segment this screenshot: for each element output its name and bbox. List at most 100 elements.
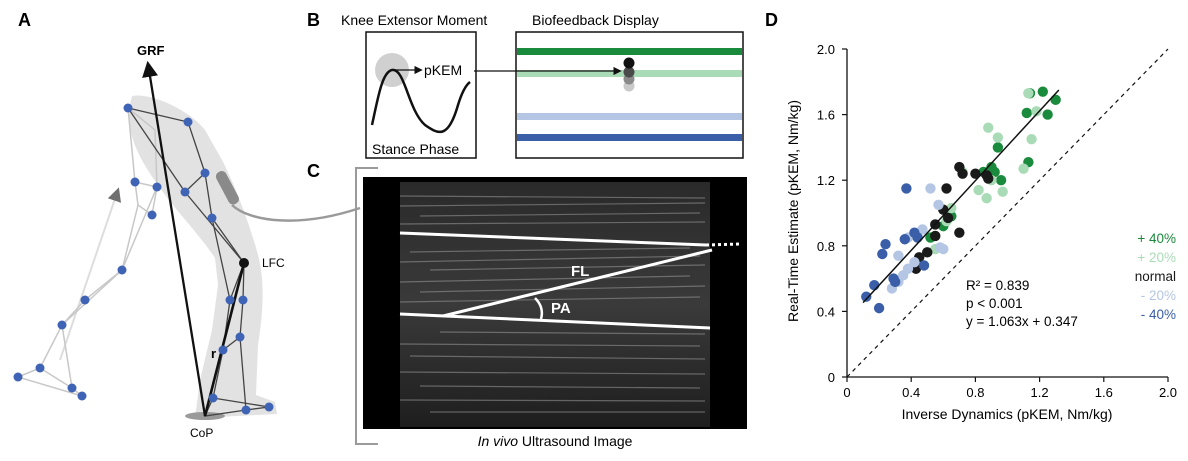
y-tick-label: 0.4 — [817, 304, 835, 319]
x-tick-label: 0.8 — [966, 385, 984, 400]
regression-line — [862, 89, 1060, 304]
x-axis-label: Inverse Dynamics (pKEM, Nm/kg) — [902, 406, 1113, 422]
data-point — [869, 279, 880, 291]
panel-c: C FL PA In vivo Ultrasound Image — [307, 161, 747, 449]
data-point — [981, 193, 992, 204]
data-point — [880, 238, 891, 250]
data-point — [983, 173, 994, 184]
joint-markers — [13, 103, 274, 415]
y-tick-label: 0 — [828, 370, 835, 385]
panel-a-letter: A — [18, 10, 31, 30]
stat-line: R² = 0.839 — [966, 278, 1029, 293]
panel-d: D 0 0.4 0.8 1.2 1.6 2.0 0 0.4 0.8 1.2 1.6 2.0 Inve… — [765, 10, 1177, 422]
target-bar-minus20 — [517, 113, 742, 120]
data-point — [897, 270, 909, 281]
legend-entry: + 40% — [1137, 231, 1176, 246]
x-tick-labels: 0 0.4 0.8 1.2 1.6 2.0 — [843, 377, 1177, 400]
pa-label: PA — [551, 300, 571, 317]
y-tick-label: 0.8 — [817, 239, 835, 254]
data-point — [909, 257, 920, 268]
stat-line: p < 0.001 — [966, 296, 1023, 311]
data-point — [995, 175, 1007, 186]
data-point — [1031, 106, 1042, 117]
panel-d-letter: D — [765, 10, 778, 30]
back-leg-lines — [17, 107, 158, 397]
legend-entry: - 20% — [1141, 288, 1176, 303]
y-axis-label: Real-Time Estimate (pKEM, Nm/kg) — [785, 100, 801, 322]
legend-entry: - 40% — [1141, 307, 1176, 322]
data-point — [918, 260, 930, 271]
data-point — [933, 199, 944, 210]
data-point — [997, 186, 1008, 197]
r-label: r — [211, 346, 216, 361]
y-tick-label: 1.6 — [817, 108, 835, 123]
x-tick-label: 2.0 — [1159, 385, 1177, 400]
panel-b: B Knee Extensor Moment Biofeedback Displ… — [307, 10, 744, 159]
stance-label: Stance Phase — [372, 141, 459, 157]
data-point — [938, 243, 949, 255]
data-point — [973, 184, 984, 196]
data-point — [1042, 109, 1053, 120]
pkem-label: pKEM — [424, 62, 462, 78]
data-point — [917, 224, 928, 235]
data-point — [1026, 134, 1037, 145]
grf-arrow — [142, 60, 207, 417]
panel-c-letter: C — [307, 161, 320, 181]
target-bar-minus40 — [517, 134, 742, 141]
cop-label: CoP — [190, 426, 213, 440]
data-point — [1023, 88, 1034, 99]
data-point — [986, 161, 997, 173]
data-point — [941, 183, 952, 194]
data-point — [912, 232, 923, 243]
panel-b-letter: B — [307, 10, 320, 30]
stat-line: y = 1.063x + 0.347 — [966, 314, 1078, 329]
x-tick-label: 0.4 — [902, 385, 920, 400]
moment-box — [365, 31, 477, 159]
moment-curve — [370, 68, 471, 134]
data-point — [877, 248, 888, 260]
y-tick-label: 2.0 — [817, 42, 835, 57]
data-point — [899, 234, 910, 245]
data-points — [861, 86, 1061, 314]
x-tick-label: 1.2 — [1031, 385, 1049, 400]
x-tick-label: 0 — [843, 385, 850, 400]
legend-entry: + 20% — [1137, 250, 1176, 265]
data-point — [861, 291, 872, 302]
deep-aponeurosis — [399, 312, 711, 330]
lfc-label: LFC — [262, 256, 285, 270]
superficial-aponeurosis — [399, 231, 707, 247]
target-bar-plus40 — [517, 48, 742, 55]
lfc-marker — [239, 258, 249, 268]
leg-silhouette — [129, 95, 277, 418]
legend: + 40% + 20% normal - 20% - 40% — [1135, 231, 1176, 322]
data-point — [925, 183, 936, 194]
data-point — [1037, 86, 1049, 97]
ultrasound-caption: In vivo Ultrasound Image — [478, 433, 633, 449]
pennation-arc — [534, 297, 544, 320]
probe-connector — [231, 204, 361, 222]
fl-label: FL — [571, 263, 589, 280]
data-point — [957, 168, 968, 179]
data-point — [954, 227, 965, 238]
fascicle-line — [442, 248, 713, 318]
x-tick-label: 1.6 — [1095, 385, 1113, 400]
data-point — [992, 142, 1004, 153]
panel-a: A — [13, 10, 361, 440]
data-point — [992, 132, 1004, 143]
lever-arm-r — [203, 262, 246, 417]
data-point — [983, 122, 994, 133]
data-point — [942, 212, 954, 224]
fit-stats: R² = 0.839 p < 0.001 y = 1.063x + 0.347 — [966, 278, 1078, 329]
data-point — [893, 250, 904, 261]
data-point — [922, 247, 933, 258]
legend-entry: normal — [1135, 269, 1176, 284]
data-point — [1021, 107, 1032, 119]
y-tick-labels: 0 0.4 0.8 1.2 1.6 2.0 — [817, 42, 847, 385]
panel-c-bracket — [355, 167, 378, 445]
data-point — [873, 302, 885, 314]
feedback-cursor — [623, 57, 635, 69]
data-point — [888, 273, 899, 284]
y-tick-label: 1.2 — [817, 173, 835, 188]
data-point — [970, 168, 981, 179]
